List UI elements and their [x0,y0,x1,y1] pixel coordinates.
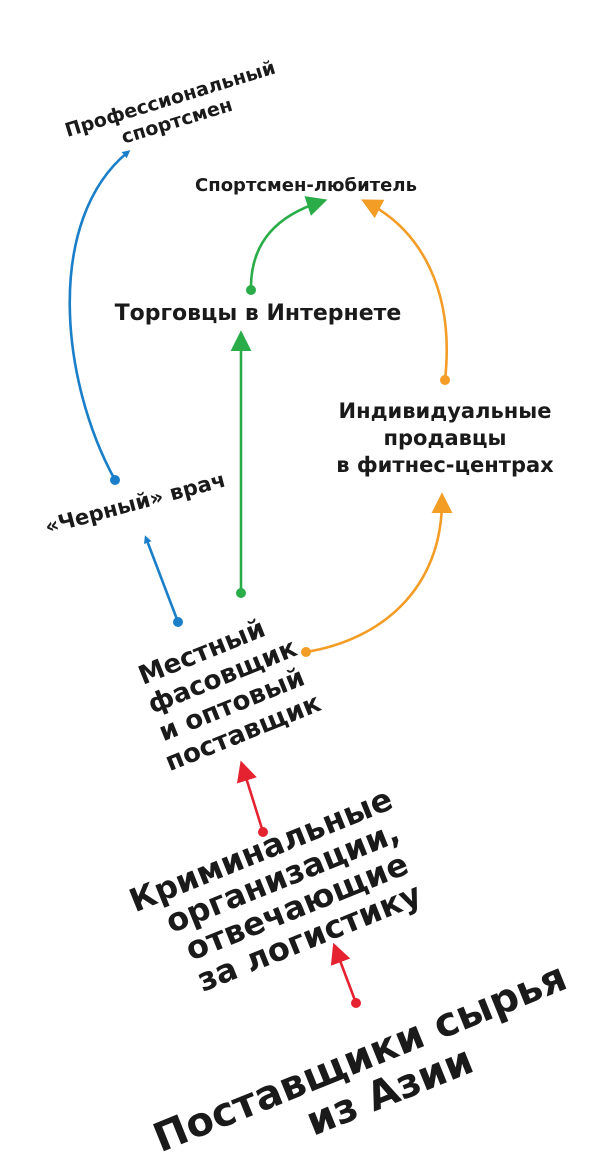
node-black-doctor: «Черный» врач [42,468,228,539]
arrow-packer-to-fitness [301,492,453,657]
node-amateur-athlete: Спортсмен-любитель [195,175,417,196]
node-criminal-orgs: Криминальные организации, отвечающие за … [124,780,427,1000]
node-pro-athlete: Профессиональный спортсмен [62,57,278,149]
node-local-packer: Местный фасовщик и оптовый поставщик [134,614,325,778]
svg-text:в фитнес-центрах: в фитнес-центрах [336,453,554,477]
svg-text:Индивидуальные: Индивидуальные [339,399,552,423]
arrow-packer-to-doctor [144,535,183,627]
arrow-internet-to-amateur [246,196,328,295]
arrow-fitness-to-amateur [361,199,450,385]
node-fitness-sellers: Индивидуальные продавцы в фитнес-центрах [336,399,554,477]
arrow-doctor-to-pro [68,150,131,485]
arrow-asia-to-criminal [330,942,361,1008]
arrow-criminal-to-packer [236,760,268,837]
node-internet-sellers: Торговцы в Интернете [115,301,402,326]
arrow-packer-to-internet [230,330,252,598]
svg-text:продавцы: продавцы [384,426,507,450]
